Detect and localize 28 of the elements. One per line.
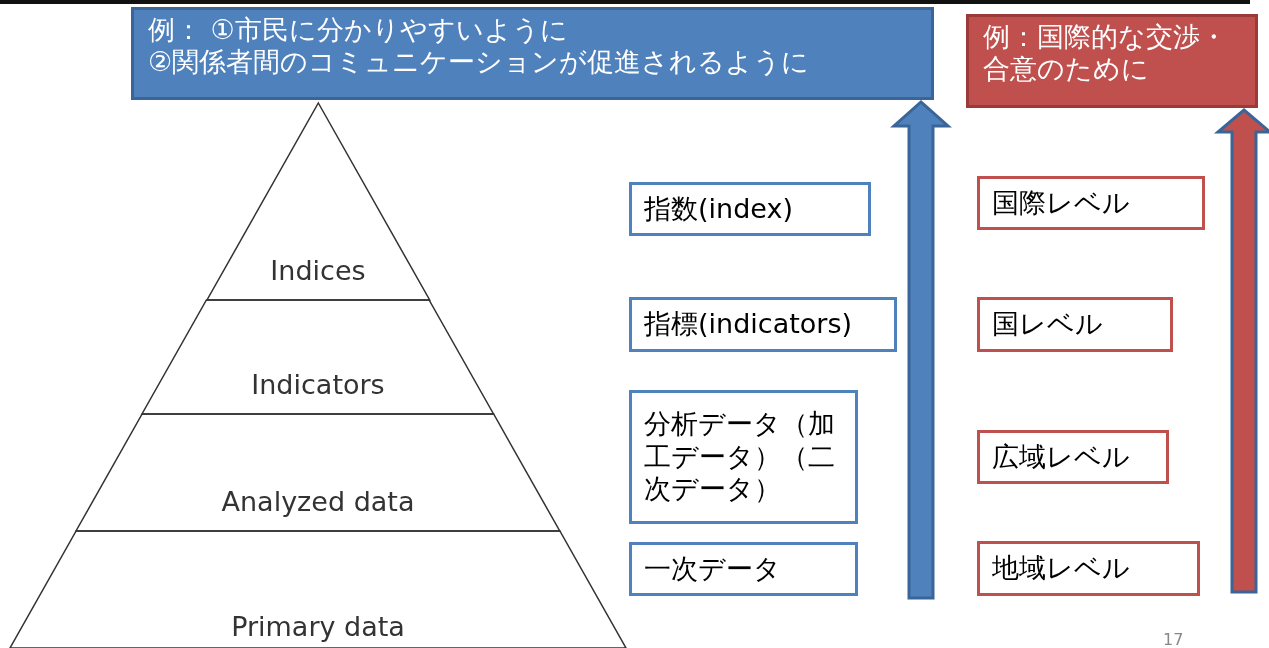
level-box (977, 430, 1169, 484)
example-banner (966, 14, 1258, 108)
example-banner (131, 7, 934, 100)
box-text: 一次データ (644, 552, 782, 586)
page-number: 17 (1163, 630, 1184, 648)
box-text: 指標(indicators) (644, 308, 853, 341)
box-text: 国際レベル (992, 186, 1131, 220)
level-box (977, 541, 1200, 596)
box-text: 指数(index) (644, 192, 794, 226)
level-box (977, 297, 1173, 352)
layer-label: Indicators (250, 369, 386, 400)
box-text: 広域レベル (992, 440, 1131, 474)
level-box (629, 390, 858, 524)
box-text: 国レベル (992, 308, 1104, 341)
block-arrow (890, 100, 952, 600)
box-text: 地域レベル (992, 552, 1131, 585)
level-box (629, 542, 858, 596)
box-text: 分析データ（加工データ）（二次データ） (644, 408, 836, 506)
level-box (977, 176, 1205, 230)
box-text: 例：国際的な交渉・合意のために (983, 21, 1228, 86)
box-text: ②関係者間のコミュニケーションが促進されるように (148, 46, 811, 79)
level-box (629, 182, 871, 236)
layer-label: Analyzed data (220, 486, 416, 517)
box-text: 例： ①市民に分かりやすいように (148, 14, 569, 47)
layer-label: Primary data (230, 611, 406, 642)
block-arrow (1213, 108, 1269, 594)
level-box (629, 297, 897, 352)
layer-label: Indices (269, 255, 367, 286)
